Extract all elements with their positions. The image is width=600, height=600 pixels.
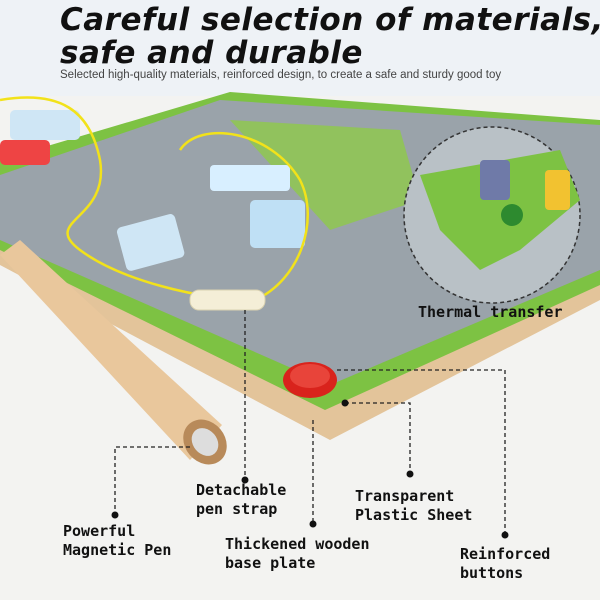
headline-line-1: Careful selection of materials,	[60, 2, 600, 38]
label-line: Plastic Sheet	[355, 506, 473, 524]
label-line: Magnetic Pen	[63, 541, 172, 559]
label-thermal-transfer: Thermal transfer	[418, 303, 563, 321]
label-line: Detachable	[196, 481, 287, 499]
headline-line-2: safe and durable	[60, 35, 363, 71]
label-line: Reinforced	[460, 545, 551, 563]
label-line: base plate	[225, 554, 316, 572]
label-line: buttons	[460, 564, 524, 582]
magnetic-pen	[0, 240, 222, 460]
strap-clip	[189, 289, 266, 311]
pen-strap-string	[0, 96, 309, 302]
label-line: Thickened wooden	[225, 535, 370, 553]
subtitle: Selected high-quality materials, reinfor…	[60, 69, 502, 81]
label-line: Powerful	[63, 522, 136, 540]
header-band	[0, 0, 600, 96]
label-line: Transparent	[355, 487, 455, 505]
label-line: pen strap	[196, 500, 278, 518]
